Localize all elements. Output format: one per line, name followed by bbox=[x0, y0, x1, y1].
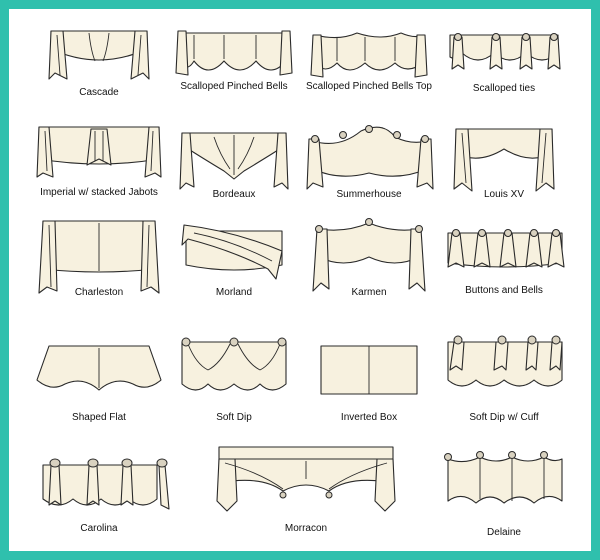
summerhouse-valance-icon bbox=[306, 125, 434, 190]
scalloped-pinched-bells-icon bbox=[175, 30, 293, 76]
item-label: Imperial w/ stacked Jabots bbox=[40, 187, 158, 198]
scalloped-pinched-bells-top-icon bbox=[310, 32, 428, 78]
item-label: Buttons and Bells bbox=[465, 285, 543, 296]
charleston-item: Charleston bbox=[29, 217, 169, 307]
imperial-stacked-jabots-icon bbox=[36, 126, 162, 178]
item-label: Morracon bbox=[284, 523, 328, 534]
delaine-item: Delaine bbox=[434, 445, 574, 538]
inverted-box-item: Inverted Box bbox=[299, 334, 439, 424]
karmen-item: Karmen bbox=[299, 217, 439, 307]
morracon-valance-icon bbox=[216, 446, 396, 512]
shaped-flat-item: Shaped Flat bbox=[29, 334, 169, 424]
soft-dip-valance-icon bbox=[181, 337, 287, 391]
delaine-valance-icon bbox=[444, 451, 563, 504]
soft-dip-item: Soft Dip bbox=[164, 334, 304, 424]
item-label: Soft Dip w/ Cuff bbox=[469, 412, 539, 423]
carolina-valance-icon bbox=[42, 458, 170, 510]
inverted-box-valance-icon bbox=[320, 345, 418, 395]
item-label: Delaine bbox=[487, 527, 521, 538]
bordeaux-valance-icon bbox=[179, 132, 289, 190]
item-label: Soft Dip bbox=[216, 412, 252, 423]
morland-item: Morland bbox=[164, 217, 304, 307]
soft-dip-cuff-icon bbox=[447, 335, 563, 387]
cascade-item: Cascade bbox=[29, 27, 169, 107]
item-label: Shaped Flat bbox=[72, 412, 126, 423]
item-label: Karmen bbox=[351, 287, 387, 298]
carolina-item: Carolina bbox=[29, 449, 170, 539]
morland-valance-icon bbox=[181, 224, 283, 280]
item-label: Scalloped Pinched Bells bbox=[180, 81, 288, 92]
bordeaux-item: Bordeaux bbox=[164, 125, 304, 215]
soft-dip-cuff-item: Soft Dip w/ Cuff bbox=[434, 334, 574, 424]
scalloped-pinched-bells-item: Scalloped Pinched Bells bbox=[164, 27, 304, 107]
item-label: Carolina bbox=[80, 523, 118, 534]
valance-styles-chart: Cascade Scalloped Pinched Bells Scallope… bbox=[9, 9, 591, 551]
buttons-and-bells-icon bbox=[447, 229, 565, 268]
item-label: Charleston bbox=[74, 287, 124, 298]
scalloped-pinched-bells-top-item: Scalloped Pinched Bells Top bbox=[299, 27, 439, 107]
item-label: Bordeaux bbox=[212, 189, 256, 200]
item-label: Morland bbox=[215, 287, 253, 298]
shaped-flat-valance-icon bbox=[36, 345, 162, 391]
item-label: Scalloped ties bbox=[472, 83, 536, 94]
item-label: Louis XV bbox=[483, 189, 525, 200]
item-label: Cascade bbox=[79, 87, 119, 98]
item-label: Inverted Box bbox=[340, 412, 398, 423]
buttons-and-bells-item: Buttons and Bells bbox=[434, 217, 574, 307]
louis-xv-valance-icon bbox=[453, 128, 555, 192]
summerhouse-item: Summerhouse bbox=[299, 125, 439, 215]
karmen-valance-icon bbox=[312, 218, 426, 292]
morracon-item: Morracon bbox=[211, 445, 401, 535]
imperial-stacked-jabots-item: Imperial w/ stacked Jabots bbox=[29, 125, 169, 215]
charleston-valance-icon bbox=[38, 220, 160, 294]
louis-xv-item: Louis XV bbox=[434, 125, 574, 215]
scalloped-ties-icon bbox=[449, 33, 561, 70]
scalloped-ties-item: Scalloped ties bbox=[434, 27, 574, 107]
item-label: Scalloped Pinched Bells Top bbox=[305, 81, 432, 92]
item-label: Summerhouse bbox=[336, 189, 402, 200]
cascade-valance-icon bbox=[48, 30, 150, 80]
